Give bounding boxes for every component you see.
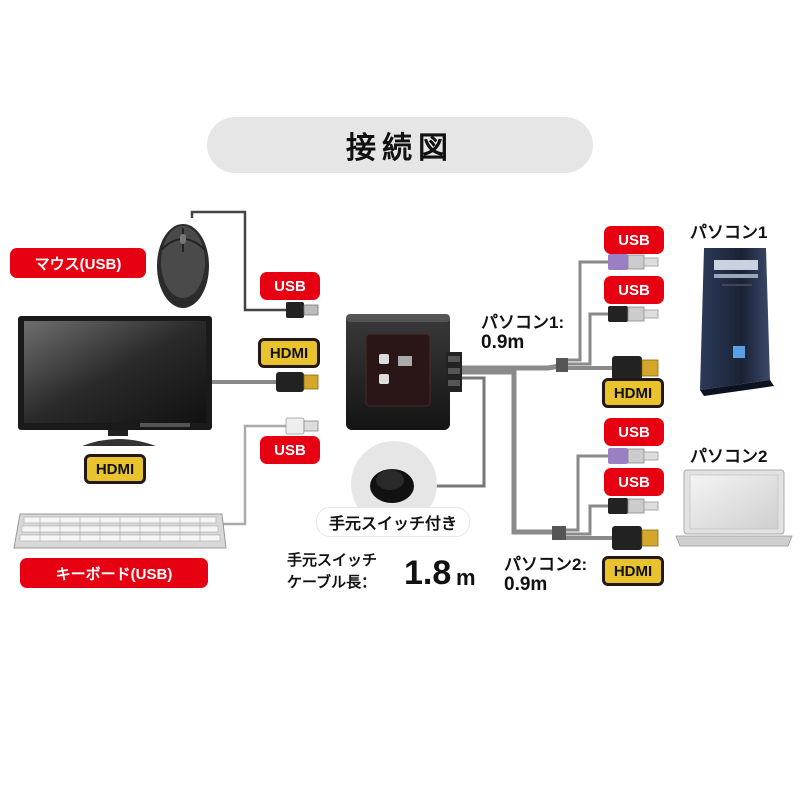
pc1-usb-purple-plug (608, 254, 659, 270)
pc1-usb-bottom-label: USB (604, 276, 664, 304)
desktop-tower-illustration (700, 248, 774, 396)
mouse-usb-plug (286, 302, 319, 318)
monitor-hdmi-tag: HDMI (84, 454, 146, 484)
pc1-usb-top-line (566, 260, 610, 362)
mouse-cable (190, 210, 288, 312)
pc2-usb-bottom-label: USB (604, 468, 664, 496)
pc2-usb-bottom-line (566, 504, 610, 536)
pc2-split-joint (552, 526, 566, 540)
keyboard-usb-plug (285, 417, 319, 435)
pc1-usb-bottom-line (566, 312, 610, 366)
pc1-hdmi-plug (612, 356, 659, 380)
pc2-usb-top-label: USB (604, 418, 664, 446)
pc1-hdmi-tag: HDMI (602, 378, 664, 408)
pc2-usb-purple-plug (608, 448, 659, 464)
diagram-title: 接続図 (346, 131, 454, 166)
hand-switch-label: 手元スイッチ付き (316, 507, 470, 537)
title-pill: 接続図 (207, 117, 593, 173)
monitor-hdmi-top-label: HDMI (261, 341, 317, 365)
pc1-usb-top-label: USB (604, 226, 664, 254)
pc2-hdmi-label: HDMI (605, 559, 661, 583)
pc2-cable-length: 0.9m (504, 574, 548, 595)
switch-cable-line1: 手元スイッチ (287, 552, 378, 569)
keyboard-cable (222, 424, 288, 526)
pc2-hdmi-plug (612, 526, 659, 550)
switch-cable-unit: m (456, 565, 476, 590)
mouse-illustration (157, 224, 209, 308)
pc1-cable-length: 0.9m (481, 332, 525, 353)
pc1-split-joint (556, 358, 568, 372)
pc1-bundle-cable (462, 363, 561, 371)
mouse-label: マウス(USB) (10, 248, 146, 278)
usb-keyboard-port-label: USB (260, 436, 320, 464)
pc2-bundle-cable (462, 369, 552, 535)
pc2-name: パソコン2 (690, 447, 768, 466)
pc1-cable-label: パソコン1: (481, 313, 565, 332)
usb-mouse-port-label: USB (260, 272, 320, 300)
laptop-illustration (675, 469, 793, 547)
pc2-usb-top-line (566, 454, 610, 532)
monitor-hdmi-label: HDMI (87, 457, 143, 481)
monitor-hdmi-top-tag: HDMI (258, 338, 320, 368)
pc2-cable-label: パソコン2: (504, 555, 588, 574)
monitor-illustration (18, 316, 212, 446)
pc2-hdmi-tag: HDMI (602, 556, 664, 586)
pc1-name: パソコン1 (690, 223, 768, 242)
keyboard-illustration (13, 513, 227, 549)
switch-cable-value: 1.8 (404, 554, 452, 592)
switch-cable-line2: ケーブル長： (287, 574, 377, 591)
monitor-hdmi-plug (276, 372, 319, 392)
hand-switch-illustration (351, 441, 437, 527)
pc2-usb-black-plug (608, 498, 659, 514)
keyboard-label: キーボード(USB) (20, 558, 208, 588)
kvm-switch-box (346, 314, 462, 430)
pc1-hdmi-label: HDMI (605, 381, 661, 405)
pc1-usb-black-plug (608, 306, 659, 322)
hand-switch-cable (408, 376, 486, 488)
